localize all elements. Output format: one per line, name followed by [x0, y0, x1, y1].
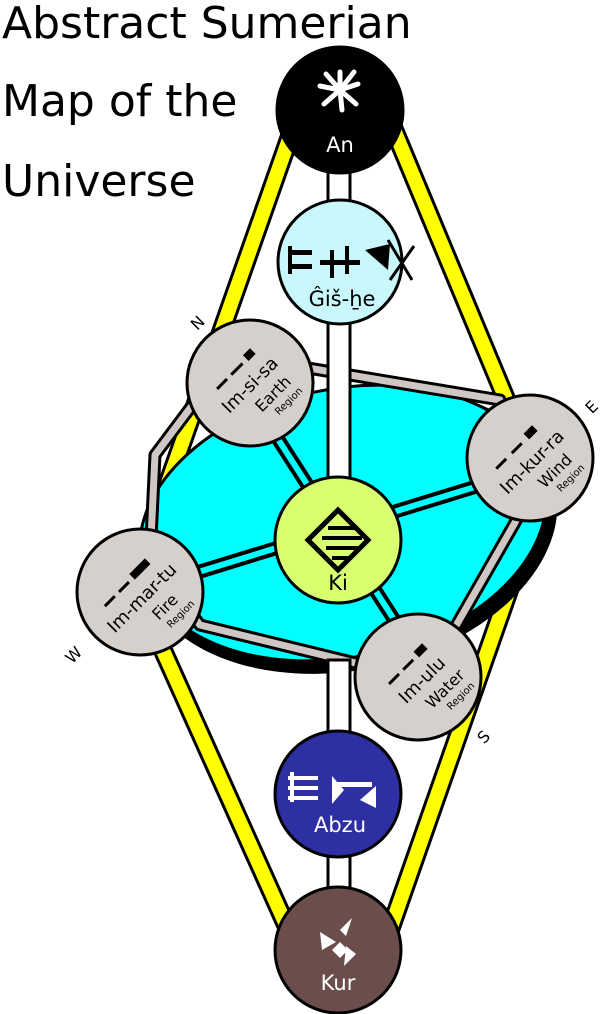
- an-label: An: [326, 133, 354, 157]
- title-line-3: Universe: [2, 156, 196, 207]
- title-line-1: Abstract Sumerian: [2, 0, 412, 49]
- node-abzu: Abzu: [273, 729, 403, 859]
- direction-west: W: [61, 643, 86, 668]
- node-ki: Ki: [273, 475, 403, 605]
- region-fire: Im-mar-tu Fire Region: [75, 527, 205, 657]
- direction-east: E: [581, 397, 602, 418]
- abzu-label: Abzu: [314, 813, 366, 837]
- triskelion-icon: [320, 918, 356, 966]
- region-wind: Im-kur-ra Wind Region: [465, 393, 595, 523]
- title-line-2: Map of the: [2, 76, 238, 127]
- node-kur: Kur: [273, 885, 403, 1014]
- ki-glyph: [304, 506, 372, 574]
- star-icon: [317, 69, 361, 113]
- cuneiform-glyph: [288, 772, 376, 808]
- direction-south: S: [473, 727, 494, 748]
- cuneiform-glyph: [388, 643, 428, 685]
- region-earth: Im-si-sa Earth Region: [185, 318, 315, 448]
- kur-label: Kur: [321, 971, 356, 995]
- gis-he-label: Ĝiš-ẖe: [309, 286, 376, 311]
- node-gis-he: Ĝiš-ẖe: [276, 198, 416, 326]
- cuneiform-glyph: [495, 425, 538, 470]
- cuneiform-glyph: [288, 239, 416, 281]
- region-water: Im-ulu Water Region: [353, 612, 483, 742]
- cuneiform-glyph: [216, 348, 256, 390]
- cuneiform-glyph: [103, 558, 151, 608]
- direction-north: N: [187, 312, 209, 334]
- ki-label: Ki: [328, 571, 348, 595]
- node-an: An: [275, 45, 405, 175]
